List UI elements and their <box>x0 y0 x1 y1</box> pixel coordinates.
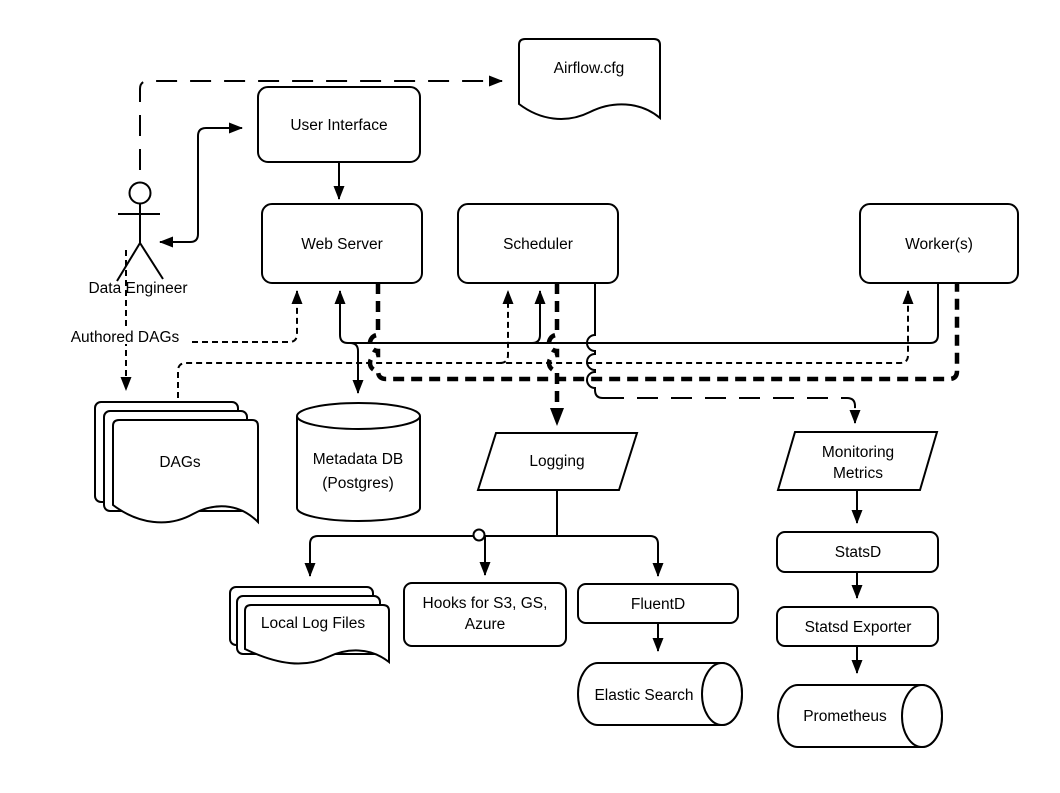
fluentd-box <box>577 583 739 624</box>
metadata-db-label-line1: Metadata DB <box>313 451 403 468</box>
node-user-interface: User Interface <box>257 86 421 163</box>
node-elastic-search: Elastic Search <box>576 662 744 726</box>
metadata-db-label-line2: (Postgres) <box>322 475 394 492</box>
dags-label: DAGs <box>159 454 201 471</box>
node-local-log-files: Local Log Files <box>229 586 390 665</box>
scheduler-label: Scheduler <box>503 236 573 253</box>
logging-parallelogram <box>476 432 639 491</box>
node-scheduler: Scheduler <box>457 203 619 284</box>
data-engineer-label: Data Engineer <box>88 280 187 297</box>
local-log-files-sheet-front <box>244 604 390 665</box>
authored-dags-label-bg <box>58 328 188 344</box>
edge-bus-to-scheduler-solid <box>531 290 546 344</box>
statsd-exporter-box <box>776 606 939 647</box>
web-server-label: Web Server <box>301 236 383 253</box>
metadata-db-cylinder <box>296 416 421 522</box>
node-data-engineer: Data Engineer <box>88 181 188 297</box>
edge-scheduler-metrics-stub <box>586 283 604 399</box>
node-web-server: Web Server <box>261 203 423 284</box>
monitoring-metrics-label-line2: Metrics <box>833 465 883 482</box>
prometheus-label: Prometheus <box>803 708 887 725</box>
scheduler-box <box>457 203 619 284</box>
data-engineer-head <box>128 181 152 205</box>
edge-scheduler-to-logging <box>546 283 564 426</box>
edge-junction-hop <box>472 528 486 542</box>
authored-dags-label: Authored DAGs <box>71 329 180 346</box>
edge-logging-to-fluentd <box>557 535 664 577</box>
elastic-search-cylinder-cap <box>701 662 743 726</box>
node-airflow-cfg: Airflow.cfg <box>518 38 661 121</box>
edges <box>120 75 960 674</box>
edge-log-bus-webserver-worker <box>367 283 960 382</box>
monitoring-metrics-label-line1: Monitoring <box>822 444 894 461</box>
edge-to-monitoring-metrics <box>603 397 861 424</box>
edge-worker-to-webserver-solid <box>334 283 939 344</box>
node-monitoring-metrics: Monitoring Metrics <box>776 431 939 491</box>
node-hooks: Hooks for S3, GS, Azure <box>403 582 567 647</box>
statsd-label: StatsD <box>835 544 882 561</box>
prometheus-cylinder-cap <box>901 684 943 748</box>
user-interface-label: User Interface <box>290 117 387 134</box>
node-logging: Logging <box>476 432 639 491</box>
node-dags: DAGs <box>94 401 259 525</box>
metadata-db-cylinder-top <box>296 402 421 430</box>
local-log-files-label: Local Log Files <box>261 615 366 632</box>
edge-bus-to-metadatadb <box>349 342 364 394</box>
edge-engineer-ui <box>159 122 243 248</box>
fluentd-label: FluentD <box>631 596 685 613</box>
node-statsd: StatsD <box>776 531 939 573</box>
logging-label: Logging <box>529 453 584 470</box>
airflow-cfg-document <box>518 38 661 121</box>
hooks-label-line2: Azure <box>465 616 506 633</box>
edge-engineer-to-airflowcfg <box>139 75 503 170</box>
hooks-label-line1: Hooks for S3, GS, <box>423 595 548 612</box>
edge-authored-dags-to-webserver <box>192 290 303 343</box>
edge-dags-to-workers <box>177 290 914 398</box>
hooks-box <box>403 582 567 647</box>
user-interface-box <box>257 86 421 163</box>
node-prometheus: Prometheus <box>776 684 944 748</box>
data-engineer-legs <box>116 241 164 282</box>
node-fluentd: FluentD <box>577 583 739 624</box>
edge-dags-to-scheduler <box>499 290 514 364</box>
workers-box <box>859 203 1019 284</box>
web-server-box <box>261 203 423 284</box>
node-metadata-db: Metadata DB (Postgres) <box>296 402 421 522</box>
statsd-exporter-label: Statsd Exporter <box>805 619 912 636</box>
dags-sheet-front <box>112 419 259 525</box>
statsd-box <box>776 531 939 573</box>
node-statsd-exporter: Statsd Exporter <box>776 606 939 647</box>
node-workers: Worker(s) <box>859 203 1019 284</box>
elastic-search-label: Elastic Search <box>594 687 693 704</box>
monitoring-metrics-parallelogram <box>776 431 939 491</box>
airflow-cfg-label: Airflow.cfg <box>554 60 625 77</box>
edge-logging-to-locallogs <box>304 535 557 577</box>
workers-label: Worker(s) <box>905 236 973 253</box>
